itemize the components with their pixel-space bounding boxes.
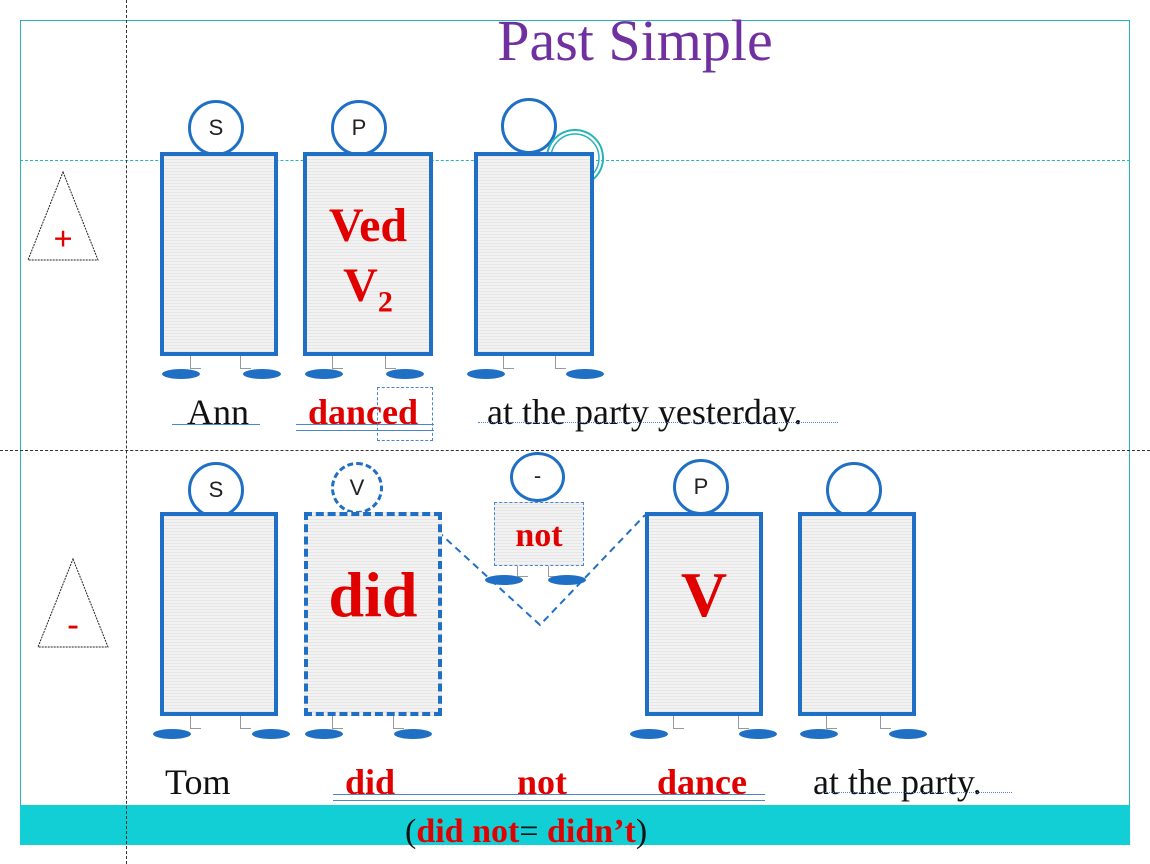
bottom-bar [20,805,1130,845]
aux-word: did [328,559,418,630]
slide-title: Past Simple [497,8,773,73]
foot [467,369,505,379]
neg-sentence-rest: at the party. [813,762,982,802]
leg [738,716,749,729]
neg-verb-underline-2 [333,800,765,801]
foot [548,575,586,585]
sentence-verb: danced [308,392,419,432]
leg [332,716,343,729]
foot [162,369,200,379]
foot [566,369,604,379]
paren-close: ) [635,813,648,850]
leg [240,356,251,369]
plus-triangle-icon: + [26,170,100,262]
guide-line-vertical [126,0,127,864]
neg-rest-underline [822,792,1012,793]
predicate-form-v2: V2 [303,256,433,333]
neg-sentence-verb: dance [657,762,747,802]
rest-underline [478,422,838,423]
paren-open: ( [405,813,417,850]
foot [394,729,432,739]
foot [485,575,523,585]
plus-sign: + [53,221,73,258]
neg-verb-underline [333,794,765,795]
verb-underline [296,424,434,425]
neg-head: - [510,452,565,502]
aux-body [304,512,442,716]
leg [880,716,891,729]
foot [305,369,343,379]
neg-sentence-aux: did [345,762,396,802]
predicate-form-v2-sub: 2 [377,285,393,319]
guide-line-middle [0,450,1150,451]
subject-underline [172,424,260,425]
foot [305,729,343,739]
contraction-eq: = [519,813,539,850]
neg-sentence-neg: not [517,762,568,802]
leg [393,716,404,729]
leg [503,356,514,369]
predicate-form-v2-base: V [343,259,378,312]
leg [555,356,566,369]
ending-highlight-box [377,387,433,441]
neg-word: not [515,517,563,554]
leg [673,716,684,729]
foot [800,729,838,739]
neg-predicate-head: P [673,459,729,515]
leg [190,356,201,369]
neg-adverbial-body [798,512,916,716]
subject-body [160,152,278,356]
predicate-form-ved: Ved [328,199,408,252]
neg-body [494,502,584,566]
foot [243,369,281,379]
minus-triangle-icon: - [36,557,110,649]
predicate-head: P [331,100,387,156]
foot [739,729,777,739]
neg-subject-body [160,512,278,716]
sentence-subject: Ann [187,392,249,432]
contraction-short: didn’t [547,813,636,850]
contraction-note: (did not= didn’t) [405,812,647,852]
predicate-body [303,152,433,356]
neg-predicate-body [645,512,763,716]
contraction-full: did not [416,813,520,850]
foot [153,729,191,739]
leg [332,356,343,369]
leg [240,716,251,729]
subject-head: S [188,100,244,156]
foot [386,369,424,379]
leg [190,716,201,729]
verb-underline-2 [296,430,434,431]
minus-sign: - [67,606,79,643]
aux-head: V [331,462,383,514]
adverbial-body [474,152,594,356]
leg [517,566,528,577]
foot [889,729,927,739]
leg [385,356,396,369]
foot [252,729,290,739]
sentence-rest: at the party yesterday. [487,392,803,432]
neg-subject-head: S [188,462,244,518]
neg-adverbial-head [826,462,882,518]
foot [630,729,668,739]
leg [826,716,837,729]
neg-sentence-subject: Tom [165,762,231,802]
verb-form: V [680,559,728,630]
